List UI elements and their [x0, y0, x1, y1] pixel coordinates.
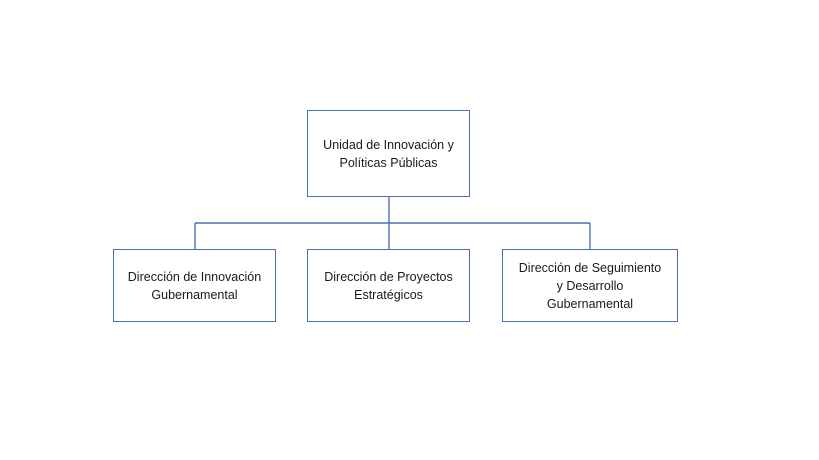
- child-label-proyectos-line1: Dirección de Proyectos: [324, 269, 453, 284]
- child-label-proyectos-line2: Estratégicos: [354, 287, 423, 302]
- child-label-innovacion: Dirección de Innovación Gubernamental: [128, 268, 261, 304]
- child-label-seguimiento-line1: Dirección de Seguimiento: [518, 260, 662, 275]
- child-label-seguimiento-line3: Gubernamental: [546, 296, 634, 311]
- child-label-proyectos: Dirección de Proyectos Estratégicos: [324, 268, 453, 304]
- root-unit-box: Unidad de Innovación y Políticas Pública…: [307, 110, 470, 197]
- child-box-innovacion: Dirección de Innovación Gubernamental: [113, 249, 276, 322]
- child-box-proyectos: Dirección de Proyectos Estratégicos: [307, 249, 470, 322]
- root-unit-label-line2: Políticas Públicas: [339, 155, 438, 170]
- child-label-seguimiento-line2: y Desarrollo: [556, 278, 624, 293]
- child-box-seguimiento: Dirección de Seguimiento y Desarrollo Gu…: [502, 249, 678, 322]
- child-label-innovacion-line1: Dirección de Innovación: [127, 269, 262, 284]
- root-unit-label: Unidad de Innovación y Políticas Pública…: [323, 136, 454, 172]
- child-label-seguimiento: Dirección de Seguimiento y Desarrollo Gu…: [519, 259, 661, 313]
- child-label-innovacion-line2: Gubernamental: [151, 287, 238, 302]
- root-unit-label-line1: Unidad de Innovación y: [323, 137, 454, 152]
